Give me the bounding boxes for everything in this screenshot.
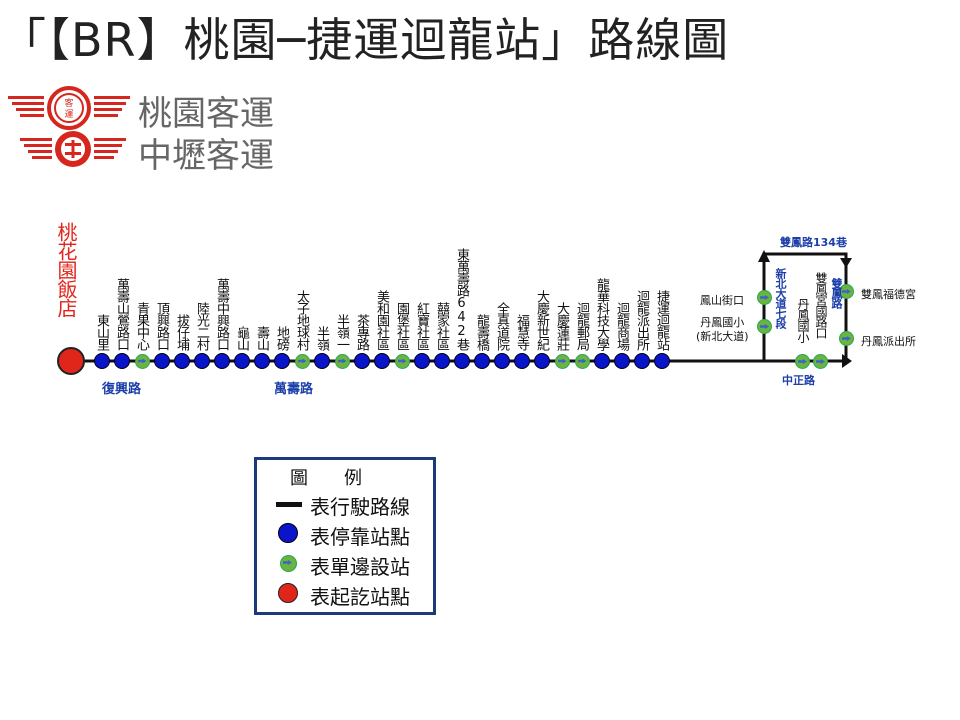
loop-left-stop-2: 丹鳳國小 (新北大道): [696, 316, 749, 343]
station-marker: [94, 353, 110, 369]
station-label: 迴龍商場: [614, 302, 629, 350]
station-marker: [394, 353, 410, 369]
legend-stop-label: 表停靠站點: [310, 525, 410, 549]
station-label: 壽山: [254, 326, 269, 350]
station-marker: [554, 353, 570, 369]
station-label: 龍壽橋: [474, 314, 489, 350]
station-marker: [214, 353, 230, 369]
loop-stop-marker: [757, 319, 772, 334]
station-label: 大慶蓮莊: [554, 302, 569, 350]
station-marker: [274, 353, 290, 369]
station-label: 全真道院: [494, 302, 509, 350]
station-label: 半嶺: [314, 326, 329, 350]
station-label: 美和園社區: [374, 290, 389, 350]
station-label: 茶專路: [354, 314, 369, 350]
road-label-r2: 萬壽路: [274, 382, 314, 397]
station-label: 地磅: [274, 326, 289, 350]
station-marker: [514, 353, 530, 369]
origin-label: 桃花園飯店: [54, 222, 78, 317]
station-marker: [154, 353, 170, 369]
station-label: 大慶新世紀: [534, 290, 549, 350]
station-label: 龍華科技大學: [594, 278, 609, 350]
loop-right-stop-2: 丹鳳派出所: [861, 335, 916, 348]
station-label: 頂興路口: [154, 302, 169, 350]
taoyuan-bus-logo: 客 運: [8, 86, 130, 130]
station-marker: [534, 353, 550, 369]
station-marker: [114, 353, 130, 369]
station-marker: [174, 353, 190, 369]
station-marker: [314, 353, 330, 369]
station-label: 龜山: [234, 326, 249, 350]
loop-stop-marker: [813, 354, 828, 369]
station-marker: [434, 353, 450, 369]
loop-down-arrow: [840, 258, 852, 268]
loop-bottom-stop-2: 雙鳳宮國路口: [814, 272, 828, 338]
station-label: 迴龍郵局: [574, 302, 589, 350]
station-label: 捷運迴龍站: [654, 290, 669, 350]
station-marker: [134, 353, 150, 369]
station-label: 拔仔埔: [174, 314, 189, 350]
loop-stop-marker: [839, 331, 854, 346]
station-marker: [194, 353, 210, 369]
road-label-loop-right: 雙鳳路: [830, 278, 843, 308]
jhongli-bus-name: 中壢客運: [138, 136, 274, 176]
origin-terminal-marker: [57, 347, 85, 375]
station-marker: [494, 353, 510, 369]
station-label: 萬壽中興路口: [214, 278, 229, 350]
station-label: 東山里: [94, 314, 109, 350]
station-label: 青果中心: [134, 302, 149, 350]
page-title: 「【BR】桃園─捷運迴龍站」路線圖: [0, 13, 730, 67]
jhongli-bus-logo: [20, 131, 126, 167]
loop-left-stop-1: 鳳山街口: [700, 294, 744, 307]
legend-terminal-label: 表起訖站點: [310, 585, 410, 609]
end-arrow: [842, 354, 852, 368]
station-marker: [294, 353, 310, 369]
station-label: 囍家社區: [434, 302, 449, 350]
station-label: 半嶺一: [334, 314, 349, 350]
legend-line-label: 表行駛路線: [310, 495, 410, 519]
svg-text:運: 運: [64, 109, 73, 120]
loop-arrow: [758, 250, 770, 262]
loop-stop-marker: [757, 290, 772, 305]
station-marker: [254, 353, 270, 369]
station-marker: [374, 353, 390, 369]
road-label-r1: 復興路: [102, 382, 142, 397]
svg-text:客: 客: [64, 97, 73, 109]
legend-single-swatch: [280, 555, 297, 572]
station-label: 園堡社區: [394, 302, 409, 350]
station-marker: [454, 353, 470, 369]
legend-title: 圖 例: [290, 468, 362, 489]
loop-route: [762, 252, 848, 361]
legend-terminal-swatch: [278, 583, 298, 603]
station-marker: [474, 353, 490, 369]
road-label-loop-top: 雙鳳路134巷: [780, 236, 847, 249]
loop-stop-marker: [795, 354, 810, 369]
road-label-loop-bottom: 中正路: [782, 374, 815, 387]
station-label: 陸光二村: [194, 302, 209, 350]
legend-stop-swatch: [278, 523, 298, 543]
station-label: 東萬壽路642巷: [454, 248, 469, 350]
station-marker: [634, 353, 650, 369]
station-label: 萬壽山鶯路口: [114, 278, 129, 350]
legend-line-swatch: [276, 502, 302, 507]
station-marker: [234, 353, 250, 369]
station-label: 迴龍派出所: [634, 290, 649, 350]
station-marker: [594, 353, 610, 369]
station-label: 紅寶社區: [414, 302, 429, 350]
taoyuan-bus-name: 桃園客運: [138, 94, 274, 134]
loop-bottom-stop-1: 丹鳳國小: [796, 298, 810, 342]
loop-right-stop-1: 雙鳳福德宮: [861, 288, 916, 301]
station-marker: [354, 353, 370, 369]
road-label-loop-left: 新北大道七段: [774, 268, 787, 328]
station-label: 福慧寺: [514, 314, 529, 350]
station-marker: [614, 353, 630, 369]
station-marker: [414, 353, 430, 369]
loop-stop-marker: [839, 284, 854, 299]
station-marker: [574, 353, 590, 369]
station-marker: [654, 353, 670, 369]
station-marker: [334, 353, 350, 369]
station-label: 太子地球村: [294, 290, 309, 350]
legend-single-label: 表單邊設站: [310, 555, 410, 579]
legend-box: [254, 457, 436, 615]
